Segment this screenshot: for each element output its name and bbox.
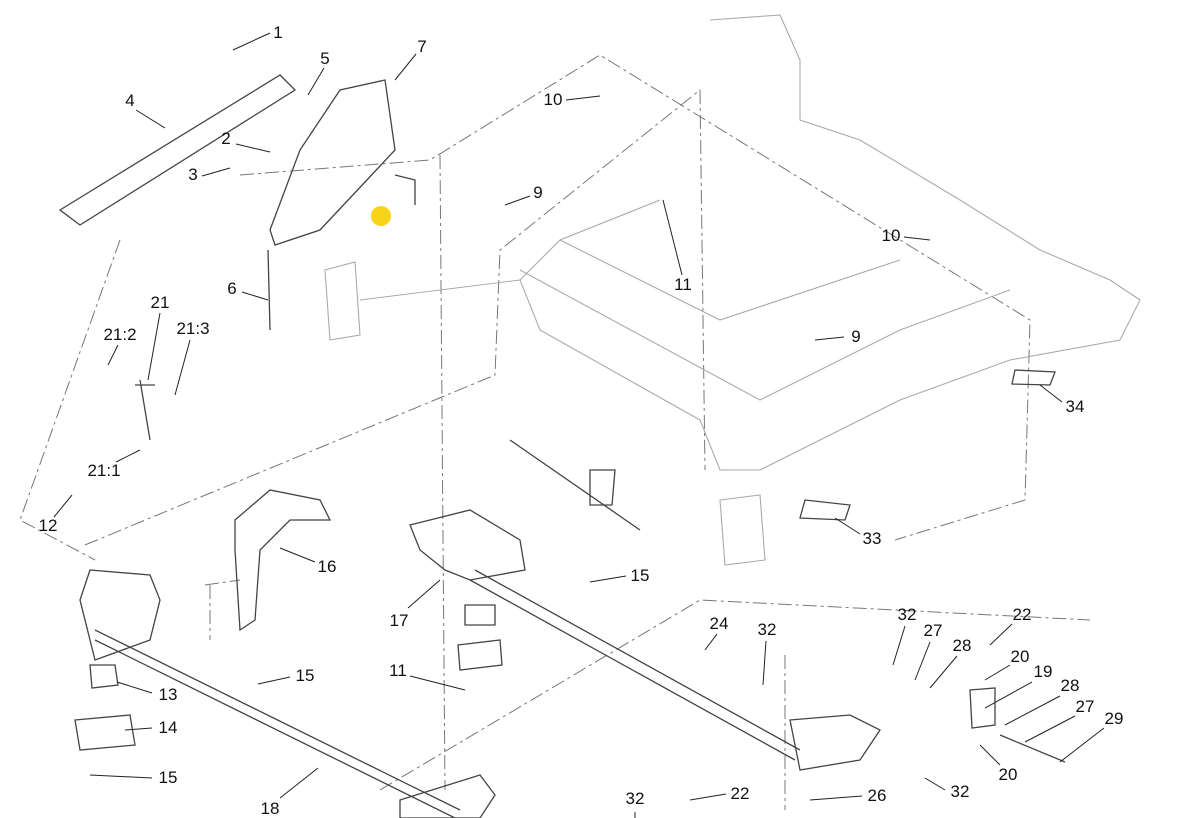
callout-label: 6 <box>227 279 236 298</box>
callout-label: 15 <box>159 768 178 787</box>
leader-line <box>984 664 1011 681</box>
leader-line <box>989 623 1013 646</box>
leader-line <box>834 517 861 535</box>
callout-label: 11 <box>389 661 407 680</box>
callout-label: 18 <box>261 799 280 818</box>
leader-line <box>809 795 863 801</box>
callout-label: 10 <box>882 226 901 245</box>
leader-line <box>394 53 417 81</box>
leader-line <box>914 641 931 681</box>
callout-label: 9 <box>851 327 860 346</box>
leader-line <box>504 195 531 206</box>
callout-label: 5 <box>320 49 329 68</box>
leader-line <box>53 494 73 518</box>
callout-label: 1 <box>273 23 282 42</box>
leader-line <box>892 625 906 666</box>
callout-label: 29 <box>1105 709 1124 728</box>
leader-line <box>565 95 601 101</box>
leader-line <box>116 681 153 694</box>
leader-line <box>979 744 1001 766</box>
callout-label: 21:3 <box>176 319 209 338</box>
callout-label: 3 <box>188 165 197 184</box>
callout-label: 14 <box>159 718 178 737</box>
leader-line <box>984 681 1033 709</box>
callout-label: 34 <box>1066 397 1085 416</box>
callout-label: 16 <box>318 557 337 576</box>
leader-line <box>279 547 316 563</box>
callout-label: 21:2 <box>103 325 136 344</box>
callout-label: 21:1 <box>87 461 120 480</box>
callout-label: 15 <box>296 666 315 685</box>
callout-label: 32 <box>951 782 970 801</box>
callout-label: 2 <box>221 129 230 148</box>
leader-line <box>235 143 271 153</box>
callout-label: 27 <box>924 621 943 640</box>
callout-label: 20 <box>1011 647 1030 666</box>
leader-line <box>124 727 153 731</box>
callout-label: 10 <box>544 90 563 109</box>
callout-label: 24 <box>710 614 729 633</box>
part-shapes <box>58 74 1066 818</box>
leader-line <box>107 344 119 366</box>
leader-line <box>147 312 161 381</box>
leader-line <box>241 291 269 301</box>
callout-label: 28 <box>953 636 972 655</box>
callout-label: 28 <box>1061 676 1080 695</box>
leader-line <box>662 199 683 276</box>
callout-label: 4 <box>125 91 134 110</box>
callout-label: 17 <box>390 611 409 630</box>
leader-line <box>589 575 627 583</box>
leader-line <box>1059 727 1105 763</box>
leader-line <box>689 793 727 801</box>
callout-label: 22 <box>731 784 750 803</box>
callout-label: 15 <box>631 566 650 585</box>
callout-label: 11 <box>674 275 692 294</box>
assembly-outline-lines <box>19 14 1141 810</box>
callout-label: 19 <box>1034 662 1053 681</box>
leader-line <box>407 579 441 609</box>
leader-line <box>232 32 271 51</box>
callout-label: 13 <box>159 685 178 704</box>
callout-label: 7 <box>417 37 426 56</box>
leader-line <box>307 67 325 96</box>
leader-line <box>903 236 931 241</box>
leader-line <box>1024 715 1076 743</box>
callout-label: 12 <box>39 516 58 535</box>
leader-line <box>89 774 153 779</box>
leader-line <box>929 655 958 689</box>
callout-label: 9 <box>533 183 542 202</box>
leader-line <box>115 449 141 463</box>
leader-line <box>409 675 466 691</box>
callout-label: 27 <box>1076 697 1095 716</box>
callout-label: 26 <box>868 786 887 805</box>
leader-line <box>762 640 767 686</box>
callout-label: 21 <box>151 293 170 312</box>
leader-line <box>1004 695 1061 726</box>
leader-line <box>924 777 946 791</box>
callout-label: 32 <box>626 789 645 808</box>
callout-label: 22 <box>1013 605 1032 624</box>
callout-label: 32 <box>758 620 777 639</box>
leader-line <box>814 336 845 341</box>
leader-line <box>174 339 191 396</box>
leader-line <box>135 109 166 129</box>
callout-label: 32 <box>898 605 917 624</box>
leader-line <box>201 167 231 177</box>
leader-line <box>257 676 291 685</box>
highlight-marker <box>371 206 391 226</box>
callout-label: 33 <box>863 529 882 548</box>
leader-line <box>1039 384 1063 403</box>
leader-line <box>279 767 319 799</box>
callout-label: 20 <box>999 765 1018 784</box>
leader-line <box>704 633 718 651</box>
